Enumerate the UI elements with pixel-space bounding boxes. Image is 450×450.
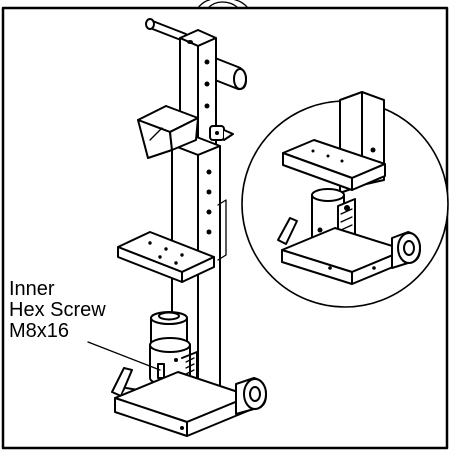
logo-fragment	[197, 0, 249, 9]
detail-inset	[241, 91, 449, 308]
base-frame	[114, 371, 251, 437]
callout-line-1: Inner	[9, 278, 55, 300]
figure-frame	[1, 6, 449, 450]
callout-line-2: Hex Screw	[9, 299, 106, 321]
wheel	[235, 377, 267, 415]
bottle-jack	[149, 311, 198, 387]
callout-line-3: M8x16	[9, 320, 70, 342]
stand-assembly	[87, 18, 267, 437]
callout-leader	[87, 341, 161, 371]
inner-hex-screw-callout: Inner Hex Screw M8x16	[9, 279, 106, 342]
locking-pin	[209, 125, 234, 141]
saddle-platform	[117, 231, 215, 283]
upper-cradle	[137, 105, 199, 159]
